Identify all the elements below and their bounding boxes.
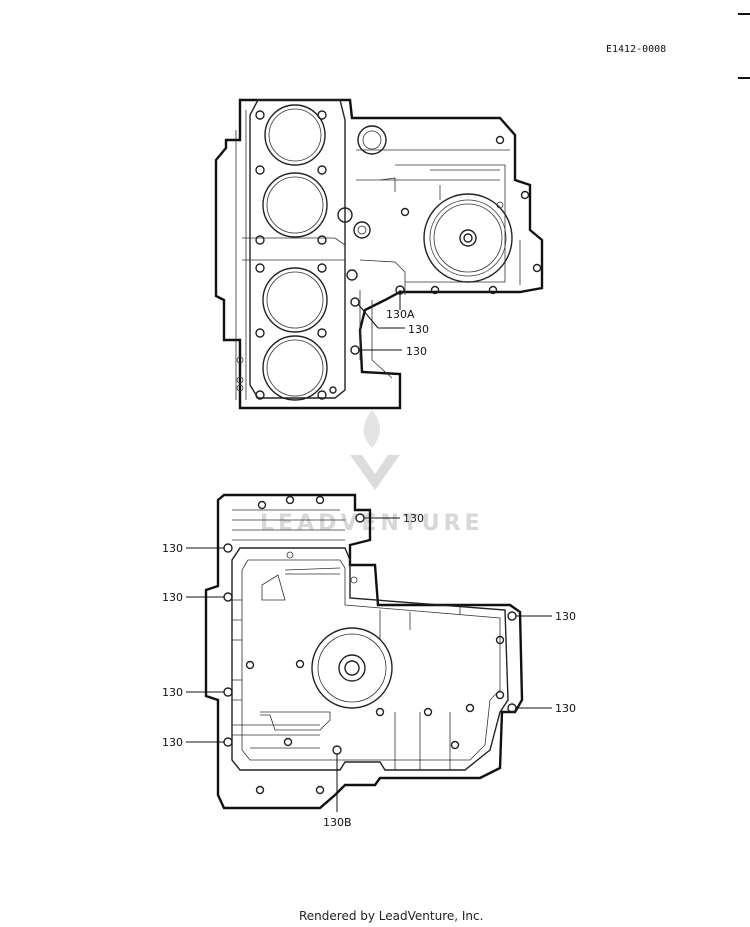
stud-holes	[236, 110, 337, 400]
footer-credit: Rendered by LeadVenture, Inc.	[299, 909, 483, 923]
lower-leaders	[186, 517, 552, 812]
starter-cover	[423, 193, 513, 283]
perimeter-bosses	[350, 135, 542, 355]
callout-130-left-4: 130	[162, 736, 183, 749]
callout-130a: 130A	[386, 308, 415, 321]
callout-130-right-1: 130	[555, 610, 576, 623]
edge-marks	[738, 13, 750, 79]
callout-130-left-3: 130	[162, 686, 183, 699]
diagram-code: E1412-0008	[606, 44, 666, 55]
upper-leaders	[357, 290, 405, 351]
lower-cover	[311, 627, 393, 709]
callout-130-upper-2: 130	[406, 345, 427, 358]
cylinder-bores	[262, 104, 328, 401]
callout-130-upper-1: 130	[408, 323, 429, 336]
callout-130b: 130B	[323, 816, 352, 829]
callout-130-left-2: 130	[162, 591, 183, 604]
watermark-text: LEADVENTURE	[260, 511, 484, 536]
callout-130-top-right: 130	[403, 512, 424, 525]
watermark: LEADVENTURE	[260, 410, 484, 536]
upper-crankcase	[214, 98, 544, 410]
casting-ribs	[232, 509, 461, 770]
callout-130-left-1: 130	[162, 542, 183, 555]
lower-bosses	[223, 495, 517, 795]
lower-crankcase	[186, 493, 552, 812]
callout-130-right-2: 130	[555, 702, 576, 715]
